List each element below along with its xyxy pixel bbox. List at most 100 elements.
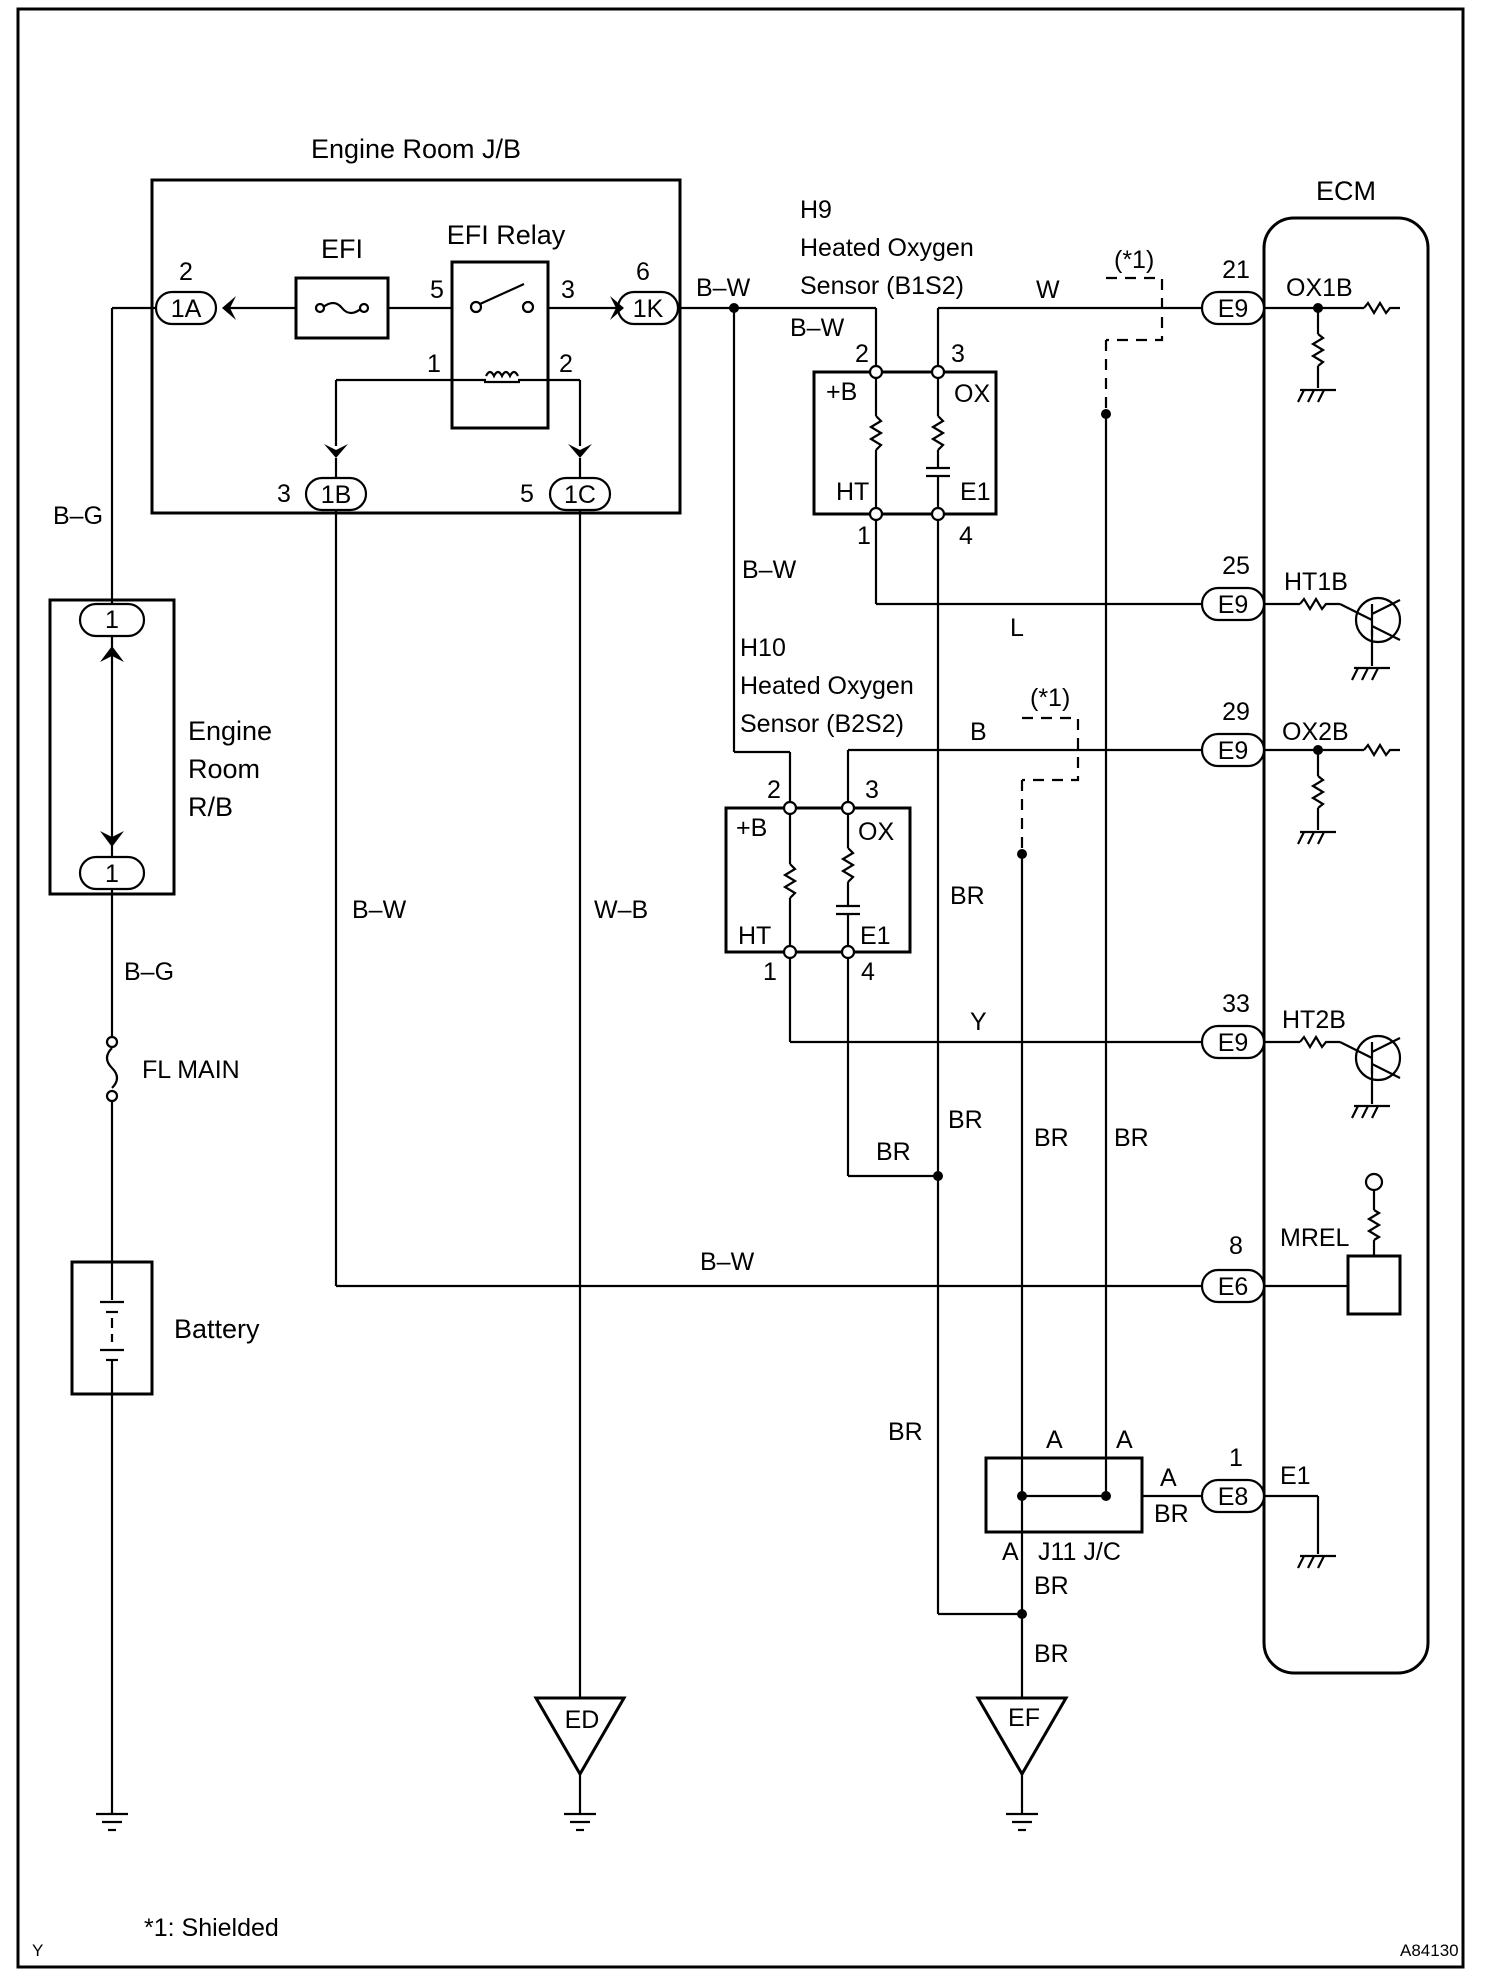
pin-number: 25	[1222, 552, 1250, 580]
ecm-box	[1262, 216, 1430, 1675]
ecm-terminal-label: HT1B	[1284, 568, 1348, 596]
pin-number: 1	[427, 350, 441, 378]
battery-label: Battery	[174, 1314, 260, 1344]
ground-point-ef: EF	[975, 1696, 1069, 1832]
terminal-label: +B	[736, 814, 767, 842]
sensor-label: Heated Oxygen	[740, 672, 914, 700]
pin-number: 29	[1222, 698, 1250, 726]
shield-tag: (*1)	[1030, 684, 1070, 712]
ground-hatch	[1297, 1555, 1305, 1569]
pin-number: 1	[1229, 1444, 1243, 1472]
shield-outline	[1022, 716, 1080, 782]
wire-color-label: BR	[1034, 1572, 1069, 1600]
terminal-label: OX	[954, 380, 990, 408]
h9-pin-4	[930, 506, 946, 522]
resistor-icon	[1363, 742, 1400, 758]
wire-color-label: BR	[1154, 1500, 1189, 1528]
footnote: *1: Shielded	[144, 1914, 279, 1942]
ground-hatch	[1351, 667, 1359, 681]
wire-color-label: B–W	[700, 1248, 755, 1276]
sensor-label: H10	[740, 634, 786, 662]
corner-mark: Y	[32, 1941, 43, 1960]
efi-relay-label: EFI Relay	[447, 220, 566, 250]
h9-box	[812, 370, 998, 516]
wire-color-label: B	[970, 718, 987, 746]
fuse-terminal	[358, 302, 370, 314]
sensor-h10: H10 Heated Oxygen Sensor (B2S2) 2 3 1 4 …	[724, 634, 914, 986]
h10-box	[724, 806, 912, 954]
resistor-icon	[1299, 596, 1340, 612]
pin-number: 1	[763, 958, 777, 986]
ground-hatch	[1351, 1105, 1359, 1119]
sensor-h9: H9 Heated Oxygen Sensor (B1S2) 2 3 1 4 +…	[800, 196, 998, 550]
wire-color-label: Y	[970, 1008, 987, 1036]
resistor-icon	[1310, 775, 1326, 809]
splice-point	[1017, 1609, 1027, 1619]
heater-resistor-icon	[868, 415, 884, 451]
pin-number: 2	[559, 350, 573, 378]
sensor-label: H9	[800, 196, 832, 224]
figure-code: A84130	[1400, 1941, 1459, 1960]
ground-hatch	[1371, 1105, 1379, 1119]
pin-number: 8	[1229, 1232, 1243, 1260]
ecm-terminal-label: OX1B	[1286, 274, 1353, 302]
wire-color-label: B–G	[124, 958, 174, 986]
pin-number: 5	[520, 480, 534, 508]
resistor-icon	[1366, 1209, 1382, 1241]
wire-color-label: BR	[1114, 1124, 1149, 1152]
splice-point	[1101, 1491, 1111, 1501]
ecm-terminal-label: MREL	[1280, 1224, 1350, 1252]
h10-pin-1	[782, 944, 798, 960]
splice-point	[933, 1171, 943, 1181]
connector-arrow-icon	[568, 444, 592, 458]
pin-number: 5	[430, 276, 444, 304]
connector-label: E9	[1218, 295, 1249, 323]
ground-label: EF	[1008, 1704, 1040, 1732]
wire-color-label: W–B	[594, 896, 648, 924]
transistor-lead	[1371, 1063, 1401, 1079]
sensor-resistor-icon	[840, 847, 856, 883]
connector-arrow-icon	[610, 296, 624, 320]
sensor-label: Sensor (B2S2)	[740, 710, 904, 738]
h10-pin-3	[840, 800, 856, 816]
wire	[1339, 1041, 1373, 1059]
ground-icon	[96, 1812, 128, 1832]
ecm-label: ECM	[1316, 176, 1376, 206]
wire-color-label: W	[1036, 276, 1060, 304]
pin-number: 4	[959, 522, 973, 550]
wire-color-label: BR	[876, 1138, 911, 1166]
efi-label: EFI	[321, 234, 363, 264]
connector-label: E9	[1218, 737, 1249, 765]
pin-number: 3	[865, 776, 879, 804]
ground-point-ed: ED	[533, 1696, 627, 1832]
connector-label: E8	[1218, 1483, 1249, 1511]
ground-label: ED	[565, 1706, 600, 1734]
ecm-terminal-label: HT2B	[1282, 1006, 1346, 1034]
fusible-link-terminal	[105, 1035, 119, 1049]
resistor-icon	[1310, 333, 1326, 367]
connector-label: 1	[105, 860, 119, 888]
page-frame	[16, 7, 1465, 1969]
terminal-label: OX	[858, 818, 894, 846]
ground-hatch	[1361, 667, 1369, 681]
fuse-icon	[321, 301, 363, 315]
ground-triangle	[975, 1696, 1069, 1777]
wire	[1339, 603, 1373, 621]
connector-arrow-icon	[100, 831, 124, 847]
power-feed: B–G Engine Room R/B 1 1 B–G FL MAIN Batt…	[48, 306, 272, 1832]
pin-number: 2	[855, 340, 869, 368]
pin-number: 3	[561, 276, 575, 304]
wire-color-label: BR	[950, 882, 985, 910]
relay-coil-icon	[485, 370, 519, 379]
connector-arrow-icon	[100, 646, 124, 662]
pin-number: 3	[951, 340, 965, 368]
efi-relay-box	[450, 260, 550, 430]
terminal-label: HT	[738, 922, 771, 950]
transistor-lead	[1371, 1037, 1401, 1053]
ground-hatch	[1317, 1555, 1325, 1569]
connector-label: 1K	[633, 295, 664, 323]
fusible-link-terminal	[105, 1089, 119, 1103]
wire-color-label: B–W	[790, 314, 845, 342]
sensor-label: Heated Oxygen	[800, 234, 974, 262]
jc-pin-label: A	[1046, 1426, 1063, 1454]
